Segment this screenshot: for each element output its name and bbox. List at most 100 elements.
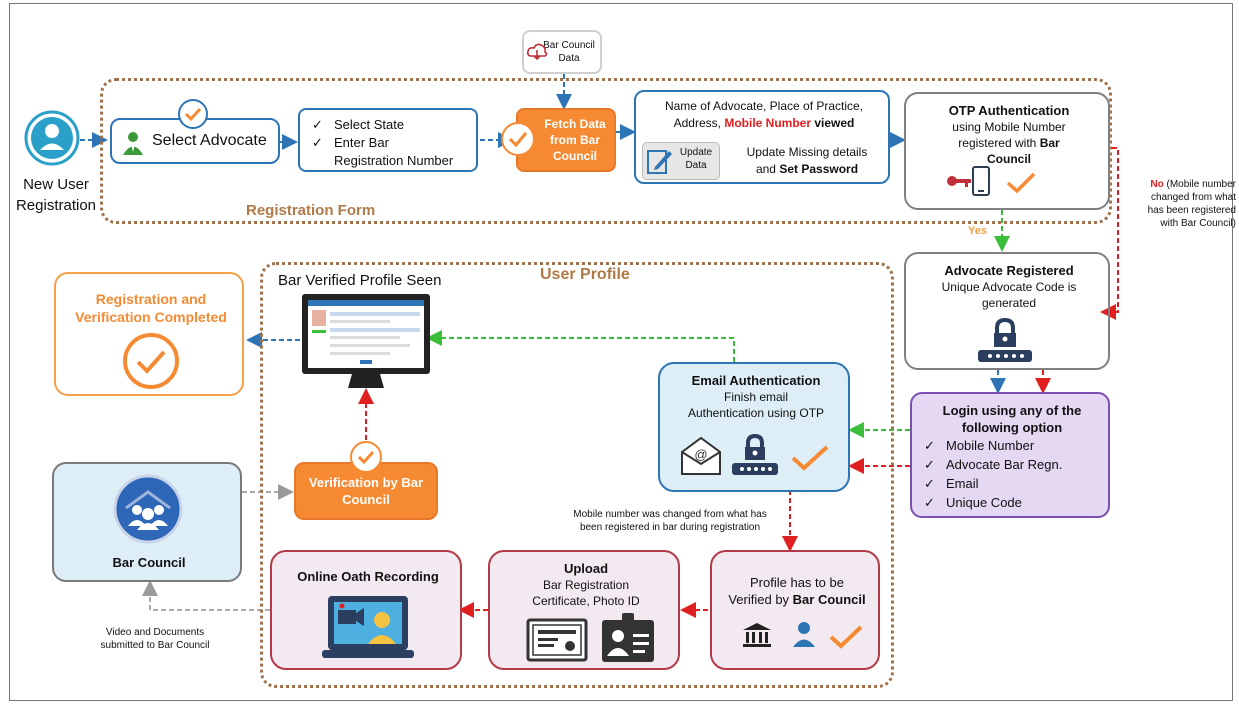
check-icon bbox=[500, 121, 536, 162]
online-oath-recording-box: Online Oath Recording bbox=[270, 550, 462, 670]
email-authentication-box: Email Authentication Finish email Authen… bbox=[658, 362, 850, 492]
bar-council-label: Bar Council bbox=[112, 555, 186, 570]
side-note-1: (Mobile number bbox=[1166, 179, 1236, 190]
new-user-node: New User Registration bbox=[14, 110, 98, 220]
check-icon bbox=[790, 444, 830, 477]
registration-form-label: Registration Form bbox=[246, 202, 376, 219]
key-icon bbox=[946, 174, 972, 193]
login-title-1: Login using any of the bbox=[942, 403, 1082, 418]
mobile-changed-1: Mobile number was changed from what has bbox=[573, 509, 767, 520]
profile-verify-1: Profile has to be bbox=[750, 575, 844, 590]
side-note-no: No bbox=[1150, 179, 1164, 190]
monitor-icon bbox=[300, 292, 432, 395]
registration-form-region bbox=[100, 78, 1112, 224]
profile-verify-box: Profile has to be Verified by Bar Counci… bbox=[710, 550, 880, 670]
fetch-data-box[interactable]: Fetch Data from Bar Council bbox=[516, 108, 616, 172]
lock-icon bbox=[976, 317, 1034, 369]
user-icon bbox=[24, 110, 80, 166]
user-profile-label: User Profile bbox=[540, 266, 630, 283]
advocate-icon bbox=[120, 130, 146, 161]
login-option-mobile: Mobile Number bbox=[946, 438, 1035, 453]
check-icon bbox=[349, 440, 383, 479]
cloud-download-icon bbox=[526, 42, 548, 67]
otp-line-2: registered with bbox=[958, 136, 1037, 150]
fetch-line-2: from Bar bbox=[549, 133, 600, 147]
login-option-unique-code: Unique Code bbox=[946, 495, 1022, 510]
update-text-1: Update Missing details bbox=[746, 145, 868, 159]
upload-line-2: Certificate, Photo ID bbox=[532, 594, 640, 608]
bar-council-data-1: Bar Council bbox=[543, 40, 595, 51]
step-select-state: Select State bbox=[334, 117, 405, 132]
email-auth-1: Finish email bbox=[723, 390, 789, 404]
side-note-2: changed from what bbox=[1150, 192, 1236, 203]
step-enter-bar: Enter Bar bbox=[334, 135, 389, 150]
lock-icon bbox=[730, 433, 780, 481]
check-icon bbox=[177, 98, 209, 135]
new-user-label-1: New User bbox=[23, 176, 89, 193]
person-icon bbox=[792, 620, 816, 653]
id-card-icon bbox=[600, 612, 656, 669]
otp-bold-1: Bar bbox=[1039, 136, 1060, 150]
details-viewed-box: Name of Advocate, Place of Practice, Add… bbox=[634, 90, 890, 184]
svg-text:@: @ bbox=[694, 447, 707, 462]
new-user-label-2: Registration bbox=[15, 197, 97, 214]
state-registration-box: ✓Select State ✓Enter Bar Registration Nu… bbox=[298, 108, 478, 172]
side-note-4: with Bar Council) bbox=[1160, 218, 1236, 229]
advocate-registered-title: Advocate Registered bbox=[944, 263, 1074, 278]
login-option-email: Email bbox=[946, 476, 979, 491]
fetch-line-1: Fetch Data bbox=[544, 117, 606, 131]
yes-label: Yes bbox=[968, 225, 987, 237]
arrow-no bbox=[1100, 147, 1119, 320]
otp-line-1: using Mobile Number bbox=[952, 120, 1066, 134]
video-note-2: submitted to Bar Council bbox=[100, 640, 210, 651]
login-option-bar-regn: Advocate Bar Regn. bbox=[946, 457, 1063, 472]
upload-title: Upload bbox=[563, 561, 609, 576]
update-label-1: Update bbox=[679, 147, 713, 158]
check-icon bbox=[828, 624, 864, 655]
verification-line-2: Council bbox=[342, 492, 390, 507]
advocate-registered-1: Unique Advocate Code is bbox=[941, 280, 1077, 294]
upload-box: Upload Bar Registration Certificate, Pho… bbox=[488, 550, 680, 670]
update-text-password: Set Password bbox=[779, 162, 859, 176]
select-advocate-label: Select Advocate bbox=[152, 132, 267, 149]
bar-council-data-2: Data bbox=[558, 53, 580, 64]
email-auth-title: Email Authentication bbox=[691, 373, 821, 388]
advocate-registered-box: Advocate Registered Unique Advocate Code… bbox=[904, 252, 1110, 370]
group-icon bbox=[108, 474, 188, 549]
mobile-changed-2: been registered in bar during registrati… bbox=[579, 522, 761, 533]
profile-verify-bold: Bar Council bbox=[792, 592, 866, 607]
profile-verify-prefix: Verified by bbox=[728, 592, 790, 607]
update-data-button[interactable]: Update Data bbox=[642, 142, 720, 180]
diagram-frame bbox=[9, 3, 1233, 701]
video-call-icon bbox=[320, 592, 416, 667]
login-title-2: following option bbox=[961, 420, 1063, 435]
upload-line-1: Bar Registration bbox=[542, 578, 630, 592]
viewed-line-1: Name of Advocate, Place of Practice, bbox=[664, 99, 864, 113]
mobile-changed-note: Mobile number was changed from what has … bbox=[560, 508, 780, 534]
login-options-box: Login using any of the following option … bbox=[910, 392, 1110, 518]
courthouse-icon bbox=[742, 622, 772, 653]
viewed-mobile: Mobile Number bbox=[724, 116, 811, 130]
side-note-3: has been registered bbox=[1147, 205, 1236, 216]
video-documents-note: Video and Documents submitted to Bar Cou… bbox=[80, 626, 230, 652]
user-profile-region bbox=[260, 262, 894, 688]
viewed-address: Address, bbox=[673, 116, 721, 130]
email-auth-2: Authentication using OTP bbox=[687, 406, 825, 420]
completed-line-2: Verification Completed bbox=[75, 309, 227, 325]
bar-council-data-box: Bar Council Data bbox=[522, 30, 602, 74]
update-label-2: Data bbox=[685, 160, 707, 171]
certificate-icon bbox=[526, 618, 588, 667]
edit-icon bbox=[647, 147, 673, 180]
bar-council-box: Bar Council bbox=[52, 462, 242, 582]
step-registration-number: Registration Number bbox=[334, 153, 454, 168]
otp-title: OTP Authentication bbox=[948, 103, 1070, 118]
mobile-changed-side-note: No (Mobile number changed from what has … bbox=[1128, 178, 1236, 230]
advocate-registered-2: generated bbox=[981, 296, 1037, 310]
arrow-email-monitor bbox=[426, 330, 735, 362]
oath-title: Online Oath Recording bbox=[297, 569, 439, 584]
check-icon bbox=[1006, 172, 1036, 199]
verification-line-1: Verification by Bar bbox=[308, 475, 424, 490]
check-icon bbox=[122, 332, 180, 395]
completed-line-1: Registration and bbox=[95, 291, 207, 307]
